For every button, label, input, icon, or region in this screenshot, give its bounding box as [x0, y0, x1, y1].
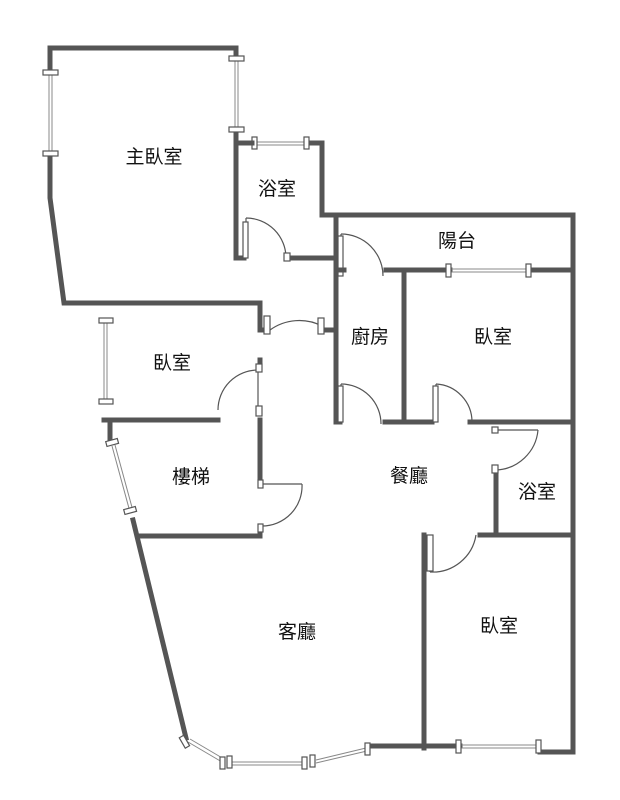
window-post: [445, 263, 452, 278]
window-post: [42, 69, 59, 76]
walls: [47, 45, 576, 755]
label-dining: 餐廳: [390, 465, 428, 487]
label-master-bedroom: 主臥室: [125, 146, 182, 168]
window-post: [42, 150, 59, 157]
label-bathroom-top: 浴室: [258, 178, 296, 200]
wall-master-top: [47, 45, 239, 75]
window-post: [98, 317, 114, 324]
window-post: [303, 136, 310, 150]
label-living-room: 客廳: [278, 621, 316, 643]
label-bedroom-right: 臥室: [474, 326, 512, 348]
label-kitchen: 廚房: [351, 325, 389, 348]
label-bedroom-bottom: 臥室: [480, 615, 518, 637]
window-post: [228, 55, 245, 62]
window-post: [301, 756, 308, 770]
window-post: [226, 755, 233, 769]
window-post: [525, 263, 532, 278]
room-labels: 主臥室 浴室 陽台 廚房 臥室 臥室 樓梯 餐廳 浴室 客廳 臥室: [125, 146, 556, 643]
wall-bath-right-left: [477, 467, 499, 538]
window-post: [535, 739, 542, 754]
label-bathroom-right: 浴室: [518, 481, 556, 503]
wall-balcony-top: [330, 212, 576, 755]
window-post: [104, 437, 120, 448]
label-bedroom-left: 臥室: [153, 352, 191, 374]
label-stairs: 樓梯: [172, 466, 210, 488]
label-balcony: 陽台: [438, 230, 476, 252]
window-post: [228, 126, 245, 133]
window-post: [178, 734, 191, 750]
doors: [217, 217, 539, 573]
wall-left-bed-top: [101, 300, 270, 333]
wall-living-left: [129, 516, 190, 742]
window-post: [309, 754, 316, 768]
window-post: [98, 398, 114, 405]
window-post: [219, 756, 226, 770]
wall-bath-top-right: [304, 140, 336, 218]
window-post: [122, 505, 138, 516]
windows: [42, 55, 542, 770]
window-post: [364, 742, 371, 756]
wall-master-left: [47, 152, 107, 306]
window-post: [455, 739, 462, 754]
wall-master-right: [233, 128, 247, 261]
